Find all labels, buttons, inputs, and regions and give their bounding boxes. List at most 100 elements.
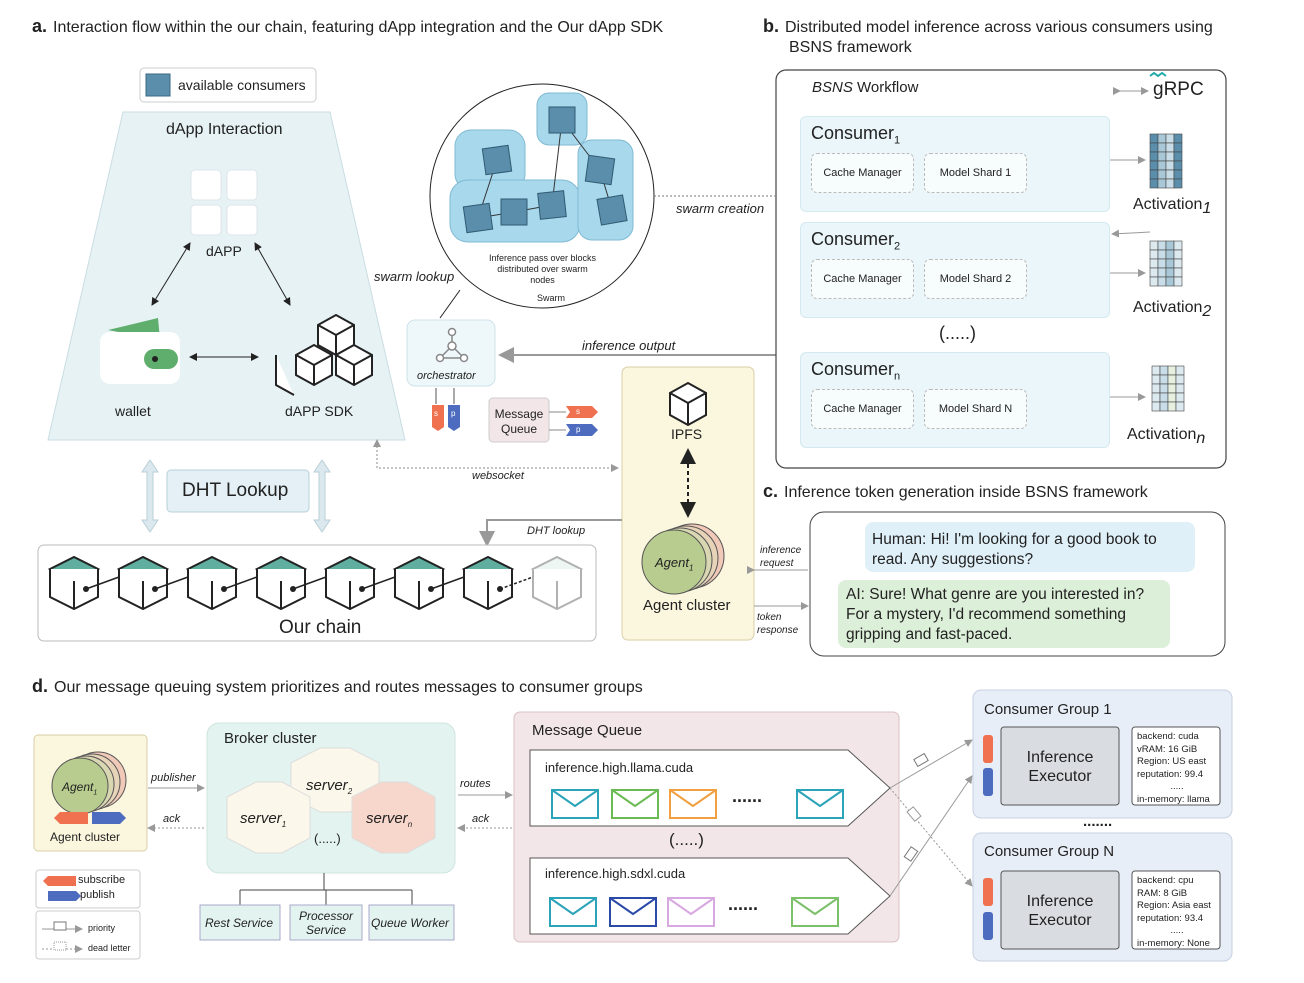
s-tag: s bbox=[434, 409, 438, 418]
model-shard[interactable]: Model Shard 2 bbox=[924, 259, 1027, 299]
cache-manager[interactable]: Cache Manager bbox=[811, 153, 914, 193]
p-tag-queue: p bbox=[576, 425, 581, 434]
queue-dots-1: ...... bbox=[732, 786, 763, 806]
consumers-ellipsis: (.....) bbox=[939, 323, 976, 343]
chain-block-icon bbox=[461, 555, 534, 611]
swarm-creation-label: swarm creation bbox=[676, 201, 765, 216]
chain-block-icon bbox=[47, 555, 120, 611]
grpc-label: gRPC bbox=[1153, 79, 1204, 100]
cache-manager[interactable]: Cache Manager bbox=[811, 259, 914, 299]
model-shard[interactable]: Model Shard N bbox=[924, 389, 1027, 429]
consumer-name: Consumer2 bbox=[811, 229, 901, 253]
activation-1-label: Activation1 bbox=[1133, 196, 1212, 218]
processor-service[interactable]: Processor Service bbox=[298, 909, 354, 937]
ack-label-1: ack bbox=[163, 813, 181, 825]
model-shard[interactable]: Model Shard 1 bbox=[924, 153, 1027, 193]
queue-llama[interactable]: inference.high.llama.cuda bbox=[545, 760, 694, 775]
consumer-1-card[interactable]: Consumer1 Cache Manager Model Shard 1 bbox=[800, 116, 1110, 212]
agent-stack-icon bbox=[641, 523, 725, 595]
orchestrator-label[interactable]: orchestrator bbox=[417, 370, 476, 382]
consumer-group-1-title[interactable]: Consumer Group 1 bbox=[984, 701, 1112, 718]
dapp-label[interactable]: dAPP bbox=[206, 243, 242, 259]
envelope-icon bbox=[667, 897, 715, 927]
p-tag: p bbox=[451, 409, 456, 418]
envelope-icon bbox=[796, 789, 844, 819]
consumer-2-card[interactable]: Consumer2 Cache Manager Model Shard 2 bbox=[800, 222, 1110, 318]
envelope-icon bbox=[609, 897, 657, 927]
queue-worker[interactable]: Queue Worker bbox=[371, 916, 450, 930]
envelope-icon bbox=[549, 897, 597, 927]
envelope-icon bbox=[669, 789, 717, 819]
server-2[interactable]: server2 bbox=[306, 777, 353, 796]
server-n[interactable]: servern bbox=[366, 810, 413, 829]
panel-c-title: c.Inference token generation inside BSNS… bbox=[763, 481, 1148, 501]
wallet-label[interactable]: wallet bbox=[115, 403, 151, 419]
consumer-n-card[interactable]: Consumern Cache Manager Model Shard N bbox=[800, 352, 1110, 448]
panel-a-title: a.Interaction flow within the our chain,… bbox=[32, 16, 664, 36]
agent-label: Agent1 bbox=[655, 555, 694, 573]
s-tag-queue: s bbox=[576, 407, 580, 416]
rest-service[interactable]: Rest Service bbox=[205, 916, 274, 930]
chain-block-icon bbox=[323, 555, 396, 611]
cache-manager[interactable]: Cache Manager bbox=[811, 389, 914, 429]
groups-dots: ....... bbox=[1083, 813, 1113, 830]
our-chain-label: Our chain bbox=[279, 617, 362, 638]
legend-priority: priority bbox=[88, 923, 116, 933]
wallet-icon bbox=[100, 318, 180, 384]
consumer-group-n-title[interactable]: Consumer Group N bbox=[984, 843, 1115, 860]
queue-dots-2: ...... bbox=[728, 894, 759, 914]
consumer-name: Consumer1 bbox=[811, 123, 901, 147]
websocket-label: websocket bbox=[472, 470, 524, 482]
dht-lookup-box[interactable]: DHT Lookup bbox=[182, 480, 289, 501]
envelope-icon bbox=[791, 897, 839, 927]
swarm-label: Swarm bbox=[537, 293, 566, 303]
activation-2-label: Activation2 bbox=[1133, 299, 1212, 321]
ack-label-2: ack bbox=[472, 813, 490, 825]
envelope-icon bbox=[611, 789, 659, 819]
server-1[interactable]: server1 bbox=[240, 810, 287, 829]
agent-cluster-label-d[interactable]: Agent cluster bbox=[50, 830, 121, 844]
chain-block-icon bbox=[530, 555, 584, 611]
message-queue-title: Message Queue bbox=[532, 722, 643, 739]
ai-message: AI: Sure! What genre are you interested … bbox=[846, 586, 1145, 643]
envelope-icon bbox=[551, 789, 599, 819]
ipfs-label[interactable]: IPFS bbox=[671, 426, 703, 442]
sdk-cubes-icon bbox=[275, 313, 373, 396]
bsns-workflow-label: BSNS Workflow bbox=[812, 79, 919, 96]
legend-subscribe: subscribe bbox=[78, 874, 126, 886]
agent-label-d: Agent1 bbox=[62, 780, 98, 797]
dapp-sdk-label[interactable]: dAPP SDK bbox=[285, 403, 354, 419]
chain-block-icon bbox=[392, 555, 465, 611]
queue-sdxl[interactable]: inference.high.sdxl.cuda bbox=[545, 866, 686, 881]
message-queue-label[interactable]: Message Queue bbox=[494, 407, 544, 436]
consumer-name: Consumern bbox=[811, 359, 901, 383]
dapp-interaction-trapezoid bbox=[47, 111, 406, 441]
servers-ellipsis: (.....) bbox=[314, 831, 341, 846]
message-envelopes bbox=[549, 789, 844, 927]
queues-ellipsis: (.....) bbox=[669, 830, 704, 849]
chain-blocks bbox=[47, 555, 584, 611]
dapp-grid-icon bbox=[190, 169, 258, 236]
dapp-interaction-label: dApp Interaction bbox=[166, 121, 283, 138]
activation-grid-icon bbox=[1149, 133, 1183, 189]
chain-block-icon bbox=[254, 555, 327, 611]
dht-lookup-label: DHT lookup bbox=[527, 525, 586, 537]
agent-cluster-label[interactable]: Agent cluster bbox=[643, 597, 731, 614]
agent-stack-icon bbox=[51, 751, 127, 815]
legend-consumer-swatch bbox=[145, 73, 171, 97]
legend-dead-letter: dead letter bbox=[88, 943, 131, 953]
chain-block-icon bbox=[116, 555, 189, 611]
activation-n-label: Activationn bbox=[1127, 426, 1206, 448]
inference-output-label: inference output bbox=[582, 338, 676, 353]
orchestrator-icon bbox=[435, 327, 469, 363]
legend-publish: publish bbox=[80, 889, 115, 901]
publisher-label: publisher bbox=[151, 772, 196, 784]
swarm-nodes bbox=[462, 106, 628, 234]
